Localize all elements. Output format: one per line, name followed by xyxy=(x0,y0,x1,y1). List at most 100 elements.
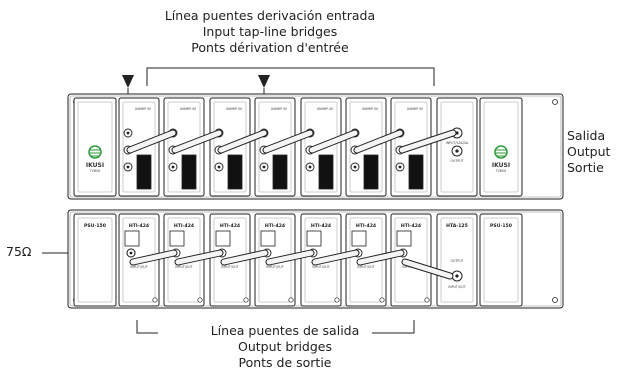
impedance-value: 75Ω xyxy=(6,244,32,259)
module-model-label: HTI-424 xyxy=(174,223,194,229)
psu-right-label: PSU-150 xyxy=(490,223,512,229)
module-display xyxy=(408,154,424,190)
module-model-label: UNIMIP-50 xyxy=(317,107,333,111)
output-bridge xyxy=(174,249,224,266)
amp-port-out-label: OUTPUT xyxy=(451,159,464,163)
amp-connector-icon xyxy=(451,270,463,282)
output-bridge xyxy=(220,249,269,266)
coax-connector-icon xyxy=(214,162,224,172)
ikusi-logo-icon xyxy=(494,145,508,159)
module-display xyxy=(363,154,379,190)
input-tap-bridges-label: Línea puentes derivación entrada Input t… xyxy=(130,8,410,56)
input-tap-bridge xyxy=(217,129,268,154)
psu-brand-sub: TVBOX xyxy=(495,169,508,173)
amp-output-connector-icon xyxy=(451,145,463,157)
module-window xyxy=(124,230,140,247)
module-display xyxy=(136,154,152,190)
psu-brand-sub: TVBOX xyxy=(89,169,102,173)
terminator-icon xyxy=(126,248,136,258)
coax-connector-icon xyxy=(123,162,133,172)
module-foot-label: INPUT/OUT xyxy=(130,265,147,269)
output-bridges-label-es: Línea puentes de salida xyxy=(210,323,360,338)
coax-connector-icon xyxy=(350,162,360,172)
input-tap-bridge xyxy=(308,129,359,154)
output-label-es: Salida xyxy=(567,128,606,143)
amp-port-foot-label: INPUT/OUT xyxy=(448,285,465,289)
output-label: Salida Output Sortie xyxy=(567,128,610,176)
coax-connector-icon xyxy=(395,162,405,172)
input-tap-bridge xyxy=(398,129,457,154)
module-window xyxy=(351,230,367,247)
module-model-label: UNIMIP-50 xyxy=(271,107,287,111)
bottom-psu-right: PSU-150 xyxy=(479,213,523,307)
module-display xyxy=(181,154,197,190)
output-bridges-label-fr: Ponts de sortie xyxy=(238,355,332,370)
screw-icon xyxy=(243,297,249,303)
output-label-en: Output xyxy=(567,144,611,159)
output-bridge xyxy=(265,249,315,266)
module-model-label: UNIMIP-50 xyxy=(180,107,196,111)
input-tap-bridge xyxy=(353,129,404,154)
amp-port-in-label: INPUT/SALIDA xyxy=(446,141,469,145)
output-bridges-label-en: Output bridges xyxy=(237,339,332,354)
impedance-label: 75Ω xyxy=(6,244,31,260)
input-tap-bracket xyxy=(146,67,435,86)
input-tap-label-es: Línea puentes derivación entrada xyxy=(164,8,376,23)
module-foot-label: INPUT/OUT xyxy=(357,265,374,269)
input-tap-bridge xyxy=(171,129,223,154)
screw-icon xyxy=(197,297,203,303)
input-tap-bridge xyxy=(262,129,314,154)
module-display xyxy=(272,154,288,190)
amp-port-label: OUTPUT xyxy=(451,259,464,263)
screw-icon xyxy=(152,297,158,303)
coax-connector-icon xyxy=(305,162,315,172)
module-model-label: HTI-424 xyxy=(220,223,240,229)
coax-connector-icon xyxy=(168,162,178,172)
module-model-label: HTI-424 xyxy=(129,223,149,229)
screw-icon xyxy=(424,297,430,303)
output-bridge xyxy=(311,249,360,266)
input-tap-bridge xyxy=(126,129,177,154)
module-model-label: UNIMIP-50 xyxy=(135,107,151,111)
top-psu-left: IKUSI TVBOX xyxy=(73,97,117,197)
psu-brand-text: IKUSI xyxy=(492,162,510,169)
psu-left-label: PSU-150 xyxy=(84,223,106,229)
output-bridges-label: Línea puentes de salida Output bridges P… xyxy=(160,323,410,371)
module-display xyxy=(318,154,334,190)
coax-connector-icon xyxy=(123,128,133,138)
module-window xyxy=(306,230,322,247)
amp-label: HTA-125 xyxy=(446,223,468,229)
module-model-label: UNIMIP-50 xyxy=(226,107,242,111)
input-tap-label-fr: Ponts dérivation d'entrée xyxy=(191,40,349,55)
screw-icon xyxy=(379,297,385,303)
screw-icon xyxy=(334,297,340,303)
module-window xyxy=(169,230,185,247)
bottom-psu-left: PSU-150 xyxy=(73,213,117,307)
output-bridges-bracket-left xyxy=(136,320,158,334)
output-bridge xyxy=(356,249,405,266)
module-window xyxy=(215,230,231,247)
module-model-label: HTI-424 xyxy=(265,223,285,229)
module-foot-label: INPUT/OUT xyxy=(312,265,329,269)
bottom-amplifier-module: HTA-125 OUTPUT INPUT/OUT xyxy=(436,213,478,307)
input-tap-label-en: Input tap-line bridges xyxy=(202,24,338,39)
module-model-label: HTI-424 xyxy=(401,223,421,229)
module-model-label: HTI-424 xyxy=(356,223,376,229)
output-bridges-bracket-right xyxy=(372,320,415,334)
ikusi-logo-icon xyxy=(88,145,102,159)
top-amplifier-module: INPUT/SALIDA OUTPUT xyxy=(436,97,478,197)
module-foot-label: INPUT/OUT xyxy=(221,265,238,269)
module-model-label: UNIMIP-50 xyxy=(407,107,423,111)
top-psu-right: IKUSI TVBOX xyxy=(479,97,523,197)
module-window xyxy=(260,230,276,247)
screw-icon xyxy=(288,297,294,303)
psu-brand-text: IKUSI xyxy=(86,162,104,169)
output-label-fr: Sortie xyxy=(567,160,604,175)
output-bridge xyxy=(129,249,178,266)
module-foot-label: INPUT/OUT xyxy=(175,265,192,269)
module-foot-label: INPUT/OUT xyxy=(266,265,283,269)
module-window xyxy=(396,230,412,247)
coax-connector-icon xyxy=(259,162,269,172)
